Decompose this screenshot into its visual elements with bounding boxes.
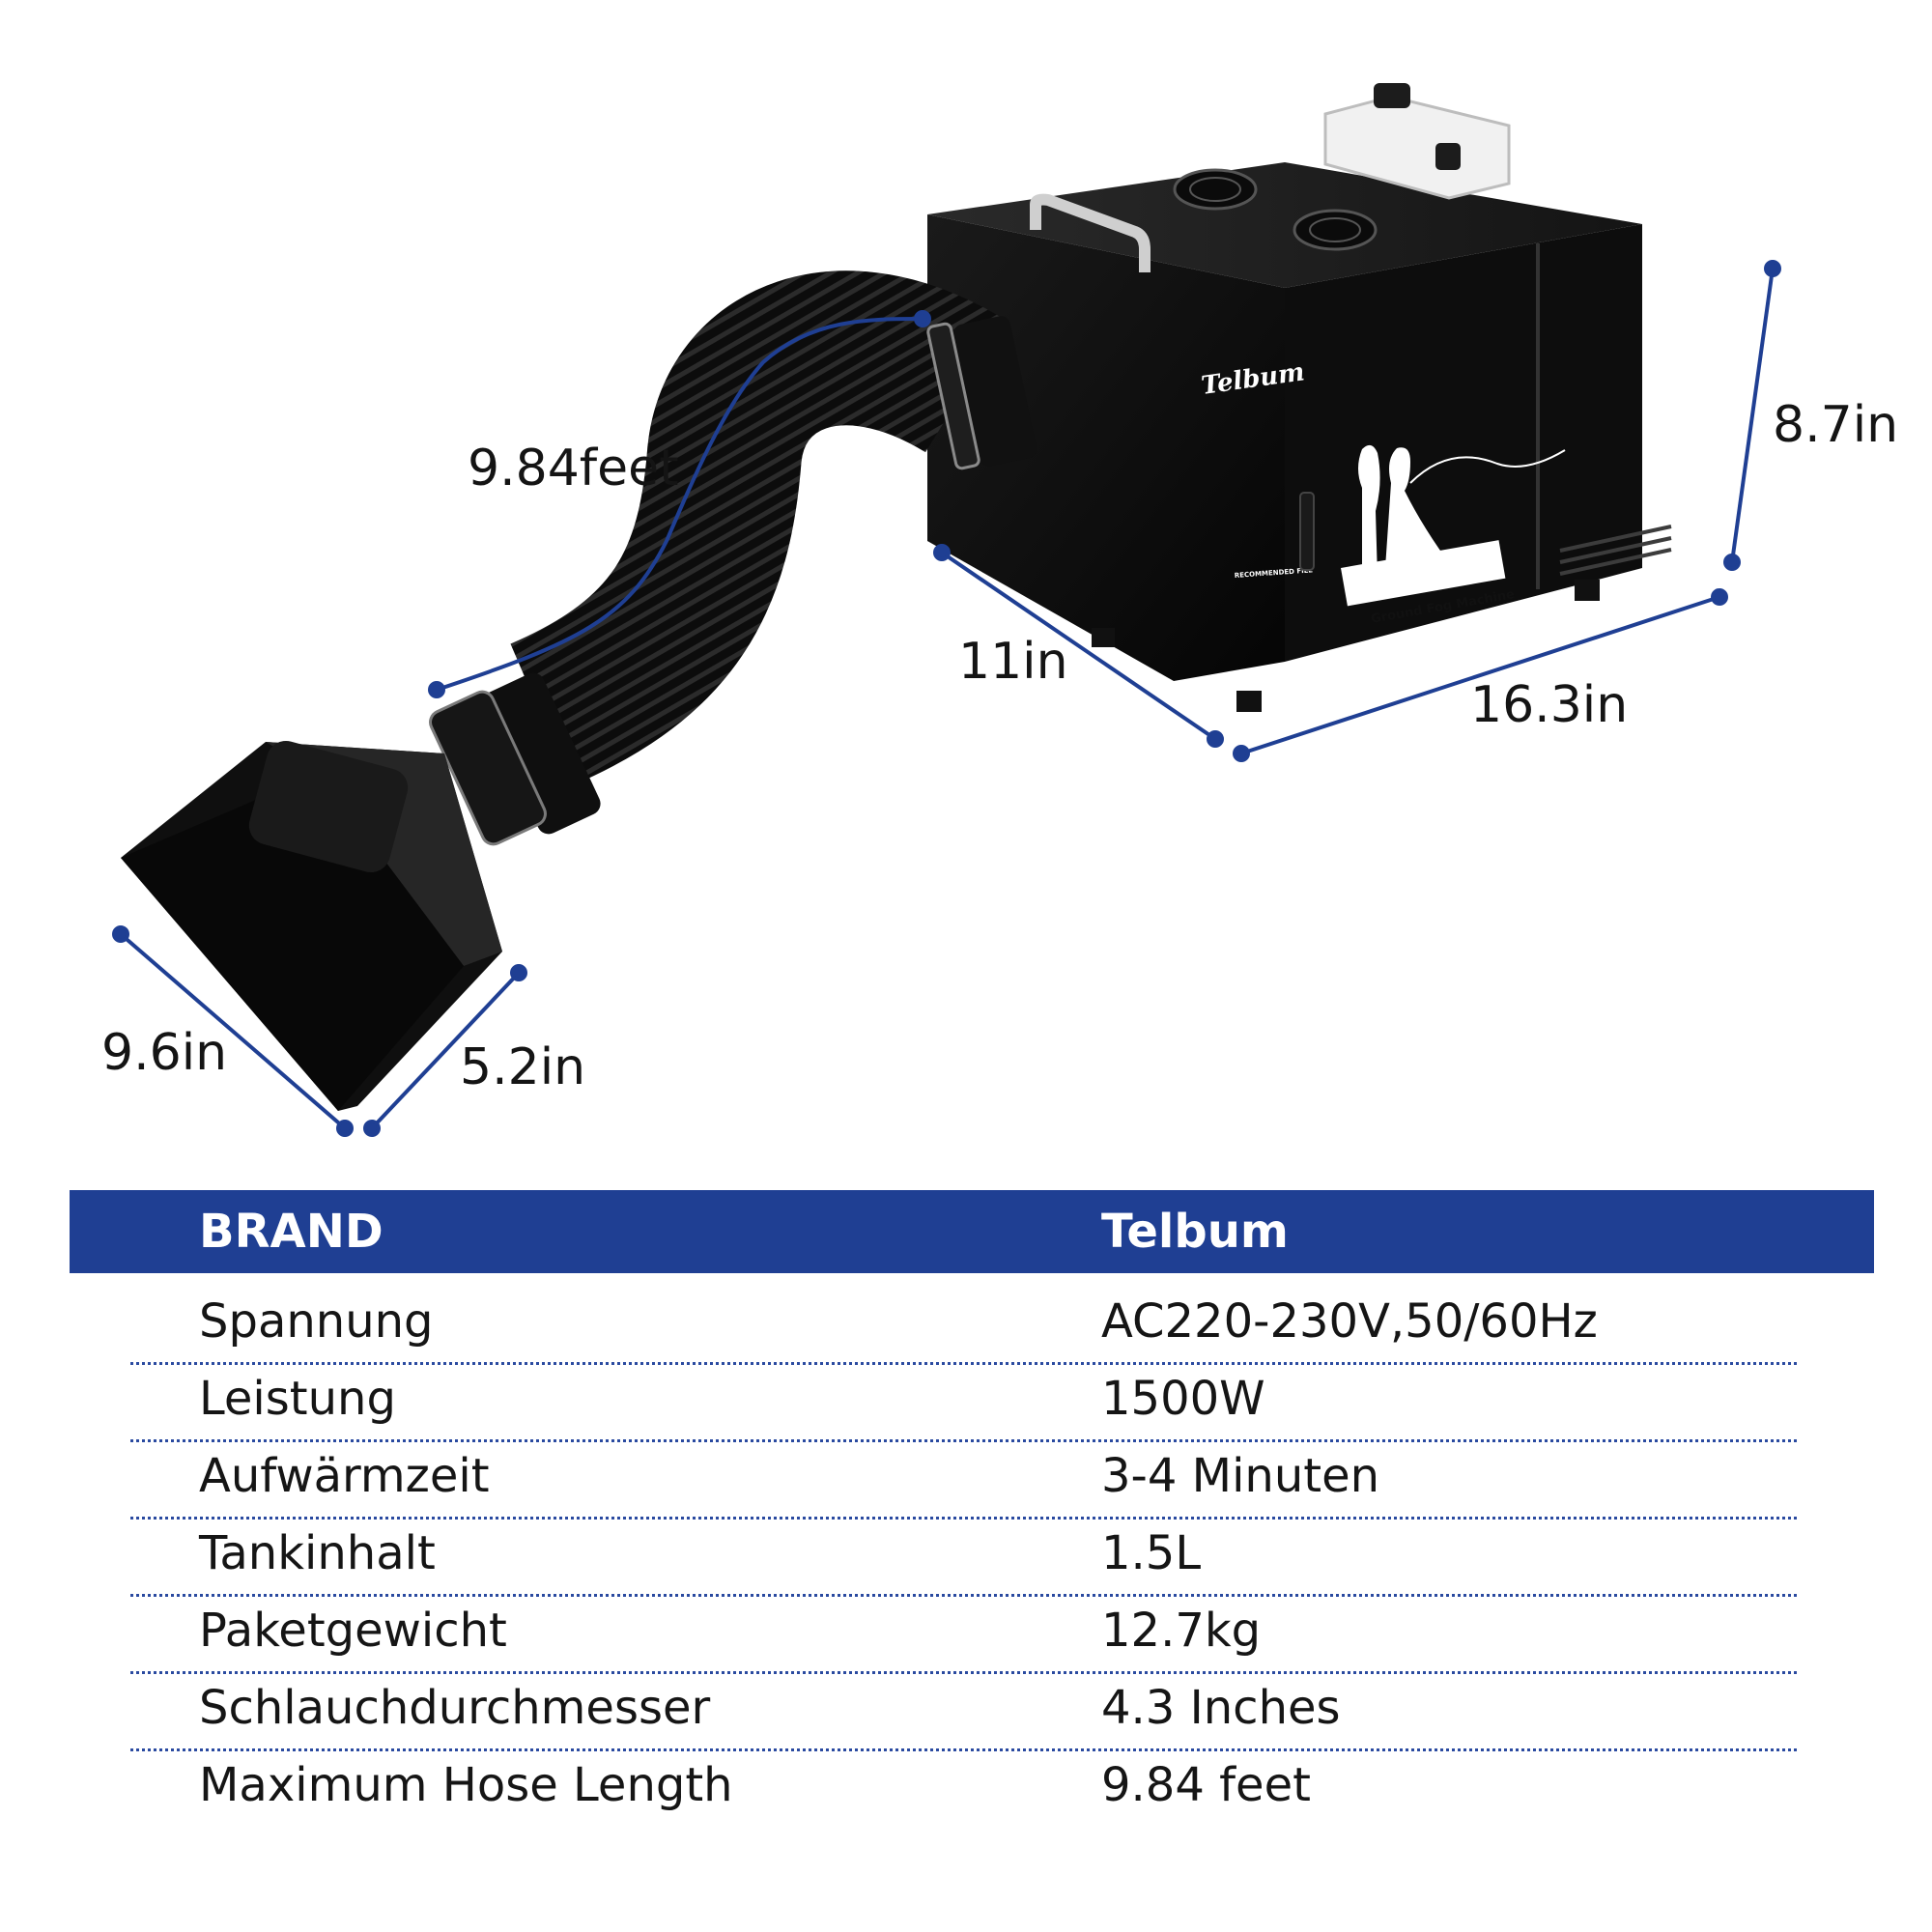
- fluid-tank: [1323, 83, 1511, 200]
- spec-row: Schlauchdurchmesser 4.3 Inches: [130, 1671, 1797, 1751]
- spec-value: 1500W: [1101, 1372, 1265, 1426]
- dimension-lines: [112, 260, 1781, 1137]
- spec-label: Tankinhalt: [199, 1526, 436, 1580]
- fan-icon: [1293, 209, 1378, 251]
- spec-table-header: BRAND Telbum: [70, 1190, 1874, 1273]
- spec-value: AC220-230V,50/60Hz: [1101, 1294, 1598, 1349]
- spec-value: 4.3 Inches: [1101, 1681, 1341, 1735]
- hose-length-label: 9.84feet: [468, 440, 679, 497]
- spec-header-label: BRAND: [199, 1205, 384, 1259]
- spec-label: Aufwärmzeit: [199, 1449, 490, 1503]
- spec-label: Paketgewicht: [199, 1604, 507, 1658]
- product-illustration: Telbum Ground Fog Machine RECOMMENDED FI…: [112, 83, 1781, 1137]
- spec-label: Maximum Hose Length: [199, 1758, 733, 1812]
- spec-label: Spannung: [199, 1294, 434, 1349]
- spec-row: Aufwärmzeit 3-4 Minuten: [130, 1439, 1797, 1520]
- fog-machine: Telbum Ground Fog Machine RECOMMENDED FI…: [927, 83, 1672, 712]
- spec-value: 9.84 feet: [1101, 1758, 1311, 1812]
- spec-value: 1.5L: [1101, 1526, 1202, 1580]
- spec-row: Paketgewicht 12.7kg: [130, 1594, 1797, 1674]
- spec-label: Schlauchdurchmesser: [199, 1681, 711, 1735]
- spec-value: 12.7kg: [1101, 1604, 1262, 1658]
- height-label: 8.7in: [1773, 396, 1899, 454]
- spec-header-value: Telbum: [1101, 1205, 1289, 1259]
- fan-icon: [1173, 168, 1258, 211]
- wedding-couple-icon: [1358, 444, 1566, 579]
- spec-value: 3-4 Minuten: [1101, 1449, 1380, 1503]
- fog-nozzle: [121, 740, 502, 1111]
- spec-row: Leistung 1500W: [130, 1362, 1797, 1442]
- spec-row: Tankinhalt 1.5L: [130, 1517, 1797, 1597]
- flexible-hose: [429, 270, 1037, 846]
- width-label: 16.3in: [1470, 676, 1629, 734]
- spec-row: Spannung AC220-230V,50/60Hz: [130, 1285, 1797, 1365]
- nozzle-depth-label: 5.2in: [460, 1038, 586, 1096]
- depth-label: 11in: [958, 633, 1068, 691]
- spec-row: Maximum Hose Length 9.84 feet: [130, 1748, 1797, 1826]
- nozzle-width-label: 9.6in: [101, 1024, 228, 1082]
- spec-label: Leistung: [199, 1372, 396, 1426]
